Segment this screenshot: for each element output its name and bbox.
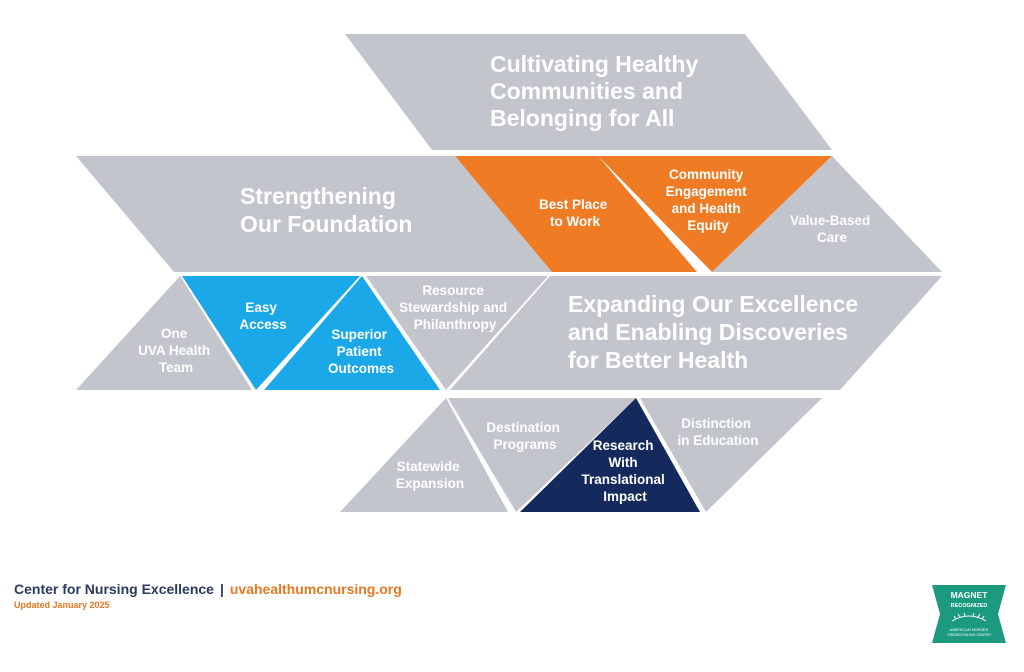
- cultivating-band: [345, 34, 832, 150]
- resource-tile: [366, 276, 548, 390]
- badge-line2: RECOGNIZED: [951, 603, 988, 609]
- research-tile: [520, 398, 700, 512]
- footer: Center for Nursing Excellence | uvahealthu…: [14, 581, 402, 610]
- easy-access-label: Easy Access: [239, 300, 286, 332]
- superior-label: Superior Patient Outcomes: [328, 327, 394, 376]
- one-uva-label: One UVA Health Team: [138, 326, 214, 375]
- badge-laurel-icon: [951, 612, 987, 622]
- destination-tile: [448, 398, 636, 512]
- resource-label: Resource Stewardship and Philanthropy: [399, 283, 511, 332]
- badge-org2: CREDENTIALING CENTER: [947, 633, 991, 637]
- best-place-tile: [455, 156, 697, 272]
- research-label: Research With Translational Impact: [581, 438, 668, 504]
- distinction-label: Distinction in Education: [678, 416, 759, 448]
- footer-title: Center for Nursing Excellence: [14, 581, 214, 597]
- badge-org: AMERICAN NURSES: [950, 627, 989, 632]
- strengthening-heading: Strengthening Our Foundation: [240, 183, 412, 237]
- community-label: Community Engagement and Health Equity: [666, 167, 751, 233]
- statewide-tile: [340, 398, 508, 512]
- footer-line: Center for Nursing Excellence | uvahealthu…: [14, 581, 402, 597]
- superior-tile: [264, 276, 440, 390]
- best-place-label: Best Place to Work: [539, 197, 611, 229]
- cultivating-heading: Cultivating Healthy Communities and Belo…: [490, 51, 705, 131]
- badge-line1: MAGNET: [951, 590, 989, 600]
- strategic-plan-diagram: Cultivating Healthy Communities and Belo…: [76, 34, 942, 512]
- value-based-label: Value-Based Care: [790, 213, 874, 245]
- expanding-heading: Expanding Our Excellence and Enabling Di…: [568, 291, 865, 373]
- one-uva-tile: [76, 276, 252, 390]
- magnet-recognized-badge-icon: MAGNET RECOGNIZED AMERICAN NURSES CREDEN…: [932, 585, 1006, 643]
- distinction-tile: [640, 398, 822, 512]
- easy-access-tile: [182, 276, 360, 390]
- footer-separator: |: [219, 581, 224, 597]
- value-based-tile: [712, 156, 942, 272]
- community-tile: [598, 156, 832, 272]
- destination-label: Destination Programs: [486, 420, 563, 452]
- statewide-label: Statewide Expansion: [396, 459, 464, 491]
- footer-url-link[interactable]: uvahealthumcnursing.org: [229, 581, 402, 597]
- footer-updated: Updated January 2025: [14, 600, 110, 610]
- strengthening-band: [76, 156, 552, 272]
- expanding-band: [450, 276, 942, 390]
